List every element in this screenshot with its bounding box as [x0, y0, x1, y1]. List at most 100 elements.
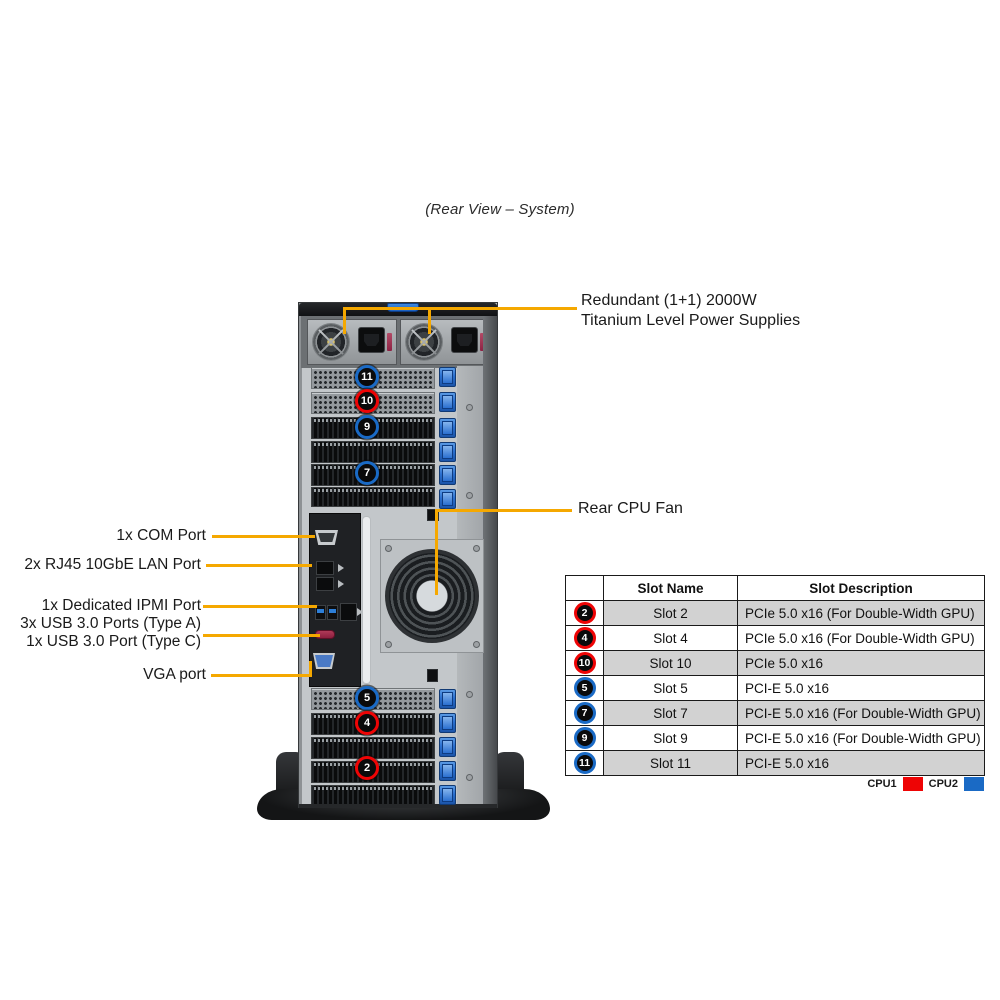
triangle-mark-icon [338, 580, 344, 588]
slot-badge-cell: 10 [565, 650, 604, 676]
screw-icon [385, 545, 392, 552]
com-callout-line [212, 535, 315, 538]
psu2-retainer-clip [480, 333, 485, 351]
screw-icon [473, 641, 480, 648]
slot-retention-clip [439, 737, 456, 757]
table-slot-badge-9: 9 [573, 727, 596, 749]
chassis-slot-badge-9: 9 [355, 415, 379, 439]
legend-cpu1-label: CPU1 [867, 778, 897, 790]
screw-icon [385, 641, 392, 648]
pcie-slot-6-opening [311, 487, 435, 507]
server-rear-chassis [298, 302, 498, 808]
com-callout-label: 1x COM Port [116, 527, 206, 544]
slot-retention-clip [439, 442, 456, 462]
chassis-slot-badge-10: 10 [355, 389, 379, 413]
chassis-slot-badge-2: 2 [355, 756, 379, 780]
slot-desc-cell: PCI-E 5.0 x16 [737, 675, 985, 701]
table-slot-badge-4: 4 [573, 627, 596, 649]
slot-badge-cell: 5 [565, 675, 604, 701]
lan-port-2 [316, 577, 334, 591]
psu-callout-label: Redundant (1+1) 2000W Titanium Level Pow… [581, 291, 800, 331]
table-slot-badge-11: 11 [573, 752, 596, 774]
slot-name-cell: Slot 7 [603, 700, 738, 726]
slot-retention-clip [439, 785, 456, 805]
usb3-port-a2 [327, 605, 338, 620]
pcie-slot-1-opening [311, 785, 435, 805]
vga-callout-label: VGA port [143, 666, 206, 683]
psu-callout-line [343, 307, 577, 310]
slot-badge-cell: 7 [565, 700, 604, 726]
slot-badge-cell: 9 [565, 725, 604, 751]
psu-callout-line [343, 307, 346, 334]
psu-callout-line1: Redundant (1+1) 2000W [581, 292, 757, 309]
psu-callout-line2: Titanium Level Power Supplies [581, 312, 801, 329]
table-slot-badge-10: 10 [573, 652, 596, 674]
slot-retention-clip [439, 465, 456, 485]
cpu-fan-panel [380, 539, 484, 653]
screw-icon [473, 545, 480, 552]
slot-retention-clip [439, 418, 456, 438]
chassis-bottom-edge [299, 804, 497, 808]
lan-callout-label: 2x RJ45 10GbE LAN Port [24, 556, 201, 573]
pcie-slot-3-opening [311, 737, 435, 759]
slot-desc-cell: PCIe 5.0 x16 (For Double-Width GPU) [737, 600, 985, 626]
slot-desc-cell: PCI-E 5.0 x16 (For Double-Width GPU) [737, 700, 985, 726]
triangle-mark-icon [338, 564, 344, 572]
lan-callout-line [206, 564, 312, 567]
usbc-callout-line [203, 634, 320, 637]
usb-a-callout-label: 3x USB 3.0 Ports (Type A) [20, 615, 201, 632]
slot-retention-clip [439, 392, 456, 412]
slot-retention-clip [439, 489, 456, 509]
screw-icon [466, 404, 473, 411]
usb-c-callout-label: 1x USB 3.0 Port (Type C) [26, 633, 201, 650]
com-port [315, 530, 338, 545]
table-slot-badge-7: 7 [573, 702, 596, 724]
slot-table-badge-header [565, 575, 604, 601]
slot-badge-cell: 11 [565, 750, 604, 776]
slot-name-cell: Slot 9 [603, 725, 738, 751]
slot-badge-cell: 2 [565, 600, 604, 626]
diagram-title: (Rear View – System) [425, 201, 575, 218]
rear-connector [427, 669, 438, 682]
slot-name-cell: Slot 11 [603, 750, 738, 776]
vga-callout-line [211, 674, 312, 677]
legend-cpu2-swatch [964, 777, 984, 791]
chassis-slot-badge-11: 11 [355, 365, 379, 389]
table-slot-badge-5: 5 [573, 677, 596, 699]
psu2-power-inlet [451, 327, 478, 353]
slot-name-cell: Slot 2 [603, 600, 738, 626]
triangle-mark-icon [357, 608, 363, 616]
legend-cpu1-swatch [902, 777, 923, 791]
ipmi-lan-port [340, 603, 357, 621]
power-supply-1 [307, 319, 397, 365]
psu-callout-line [428, 307, 431, 334]
slot-desc-cell: PCI-E 5.0 x16 [737, 750, 985, 776]
slot-desc-cell: PCIe 5.0 x16 (For Double-Width GPU) [737, 625, 985, 651]
table-slot-badge-2: 2 [573, 602, 596, 624]
chassis-slot-badge-4: 4 [355, 711, 379, 735]
vga-port [313, 653, 335, 669]
usb3-port-a1 [315, 605, 326, 620]
psu1-power-inlet [358, 327, 385, 353]
slot-retention-clip [439, 761, 456, 781]
slot-name-cell: Slot 4 [603, 625, 738, 651]
slot-desc-cell: PCIe 5.0 x16 [737, 650, 985, 676]
slot-retention-clip [439, 367, 456, 387]
pcie-slot-8-opening [311, 441, 435, 463]
power-supply-2 [400, 319, 490, 365]
slot-table-name-header: Slot Name [603, 575, 738, 601]
chassis-slot-badge-7: 7 [355, 461, 379, 485]
chassis-slot-badge-5: 5 [355, 686, 379, 710]
rear-cpu-fan-icon [385, 549, 479, 643]
ipmi-callout-line [203, 605, 317, 608]
psu1-retainer-clip [387, 333, 392, 351]
